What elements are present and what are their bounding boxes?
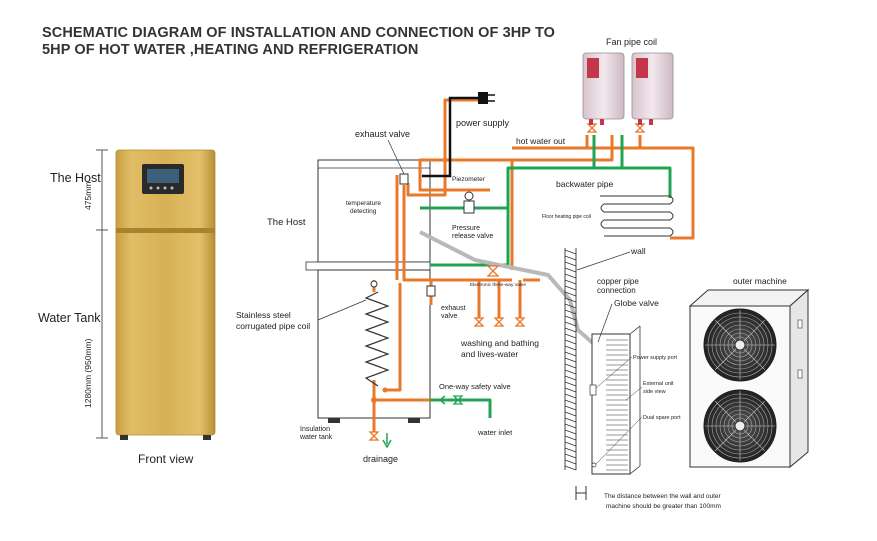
fan-pipe-coils: Fan pipe coil bbox=[582, 37, 674, 125]
outer-machine-label: outer machine bbox=[733, 276, 787, 286]
front-host-label: The Host bbox=[50, 171, 101, 185]
exhaust-valve-label: exhaust valve bbox=[355, 129, 410, 139]
fan-2 bbox=[703, 389, 777, 463]
floor-heating-coil bbox=[600, 195, 674, 237]
host-label: The Host bbox=[267, 217, 306, 228]
globe-valve-label: Globe valve bbox=[614, 298, 659, 308]
outer-machine: outer machine bbox=[688, 276, 810, 469]
dual-spare-port-label: Dual spare port bbox=[643, 415, 681, 421]
front-cabinet bbox=[115, 149, 216, 436]
copper-pipe-line-2: connection bbox=[597, 286, 636, 295]
temperature-detecting-line-2: detecting bbox=[350, 208, 377, 215]
stainless-coil-line-2: corrugated pipe coil bbox=[236, 321, 310, 331]
wall bbox=[564, 248, 577, 470]
front-foot-left bbox=[120, 435, 128, 440]
wall-hatching bbox=[564, 249, 577, 471]
hot-water-pipes bbox=[372, 98, 695, 432]
power-supply-port-label: Power supply port bbox=[633, 355, 677, 361]
insulation-tank-line-2: water tank bbox=[299, 434, 333, 441]
wall-label: wall bbox=[630, 246, 646, 256]
exhaust-valve-2-line-2: valve bbox=[441, 313, 457, 320]
front-split-line bbox=[116, 228, 215, 233]
power-plug bbox=[478, 92, 488, 104]
washing-line-2: and lives-water bbox=[461, 349, 518, 359]
insulation-tank-line-1: Insulation bbox=[300, 426, 330, 433]
drainage-label: drainage bbox=[363, 454, 398, 464]
title-line-2: 5HP OF HOT WATER ,HEATING AND REFRIGERAT… bbox=[42, 42, 419, 58]
power-supply-label: power supply bbox=[456, 118, 510, 128]
diagram-title: SCHEMATIC DIAGRAM OF INSTALLATION AND CO… bbox=[42, 25, 562, 59]
floor-heating-label: Floor heating pipe coil bbox=[542, 214, 591, 220]
control-panel-screen bbox=[147, 169, 179, 183]
exhaust-valve-2-line-1: exhaust bbox=[441, 305, 466, 312]
valves bbox=[368, 123, 646, 441]
fan-1 bbox=[703, 308, 777, 382]
front-host-dimension: 475mm bbox=[83, 182, 93, 210]
external-side-line-2: side view bbox=[643, 389, 666, 395]
piezometer-label: Piezometer bbox=[452, 176, 486, 183]
stainless-coil bbox=[364, 291, 390, 387]
distance-marker bbox=[575, 486, 587, 500]
distance-note-line-2: machine should be greater than 100mm bbox=[606, 503, 721, 510]
host-box bbox=[317, 159, 431, 263]
front-tank-dimension: 1280mm (950mm) bbox=[83, 338, 93, 408]
one-way-safety-valve-label: One-way safety valve bbox=[439, 382, 511, 391]
pressure-release-line-1: Pressure bbox=[452, 225, 480, 232]
water-inlet-label: water inlet bbox=[477, 428, 513, 437]
front-view-unit: The Host 475mm Water Tank 1280mm (950mm)… bbox=[38, 149, 216, 466]
power-cord bbox=[422, 96, 478, 178]
stainless-coil-line-1: Stainless steel bbox=[236, 310, 291, 320]
distance-note-line-1: The distance between the wall and outer bbox=[604, 493, 722, 500]
washing-line-1: washing and bathing bbox=[460, 338, 539, 348]
hot-water-out-label: hot water out bbox=[516, 136, 566, 146]
external-side-line-1: External unit bbox=[643, 381, 674, 387]
external-unit-side-view bbox=[589, 325, 641, 475]
copper-pipe bbox=[419, 230, 597, 347]
temperature-detecting-line-1: temperature bbox=[346, 200, 381, 207]
front-view-caption: Front view bbox=[138, 452, 194, 466]
electronic-three-way-label: Electronic three-way valve bbox=[470, 282, 526, 288]
backwater-pipe-label: backwater pipe bbox=[556, 179, 613, 189]
title-line-1: SCHEMATIC DIAGRAM OF INSTALLATION AND CO… bbox=[42, 25, 556, 41]
front-tank-label: Water Tank bbox=[38, 311, 101, 325]
front-foot-right bbox=[203, 435, 211, 440]
fan-pipe-coil-label: Fan pipe coil bbox=[606, 37, 657, 47]
pressure-release-line-2: release valve bbox=[452, 233, 493, 240]
copper-pipe-line-1: copper pipe bbox=[597, 277, 639, 286]
